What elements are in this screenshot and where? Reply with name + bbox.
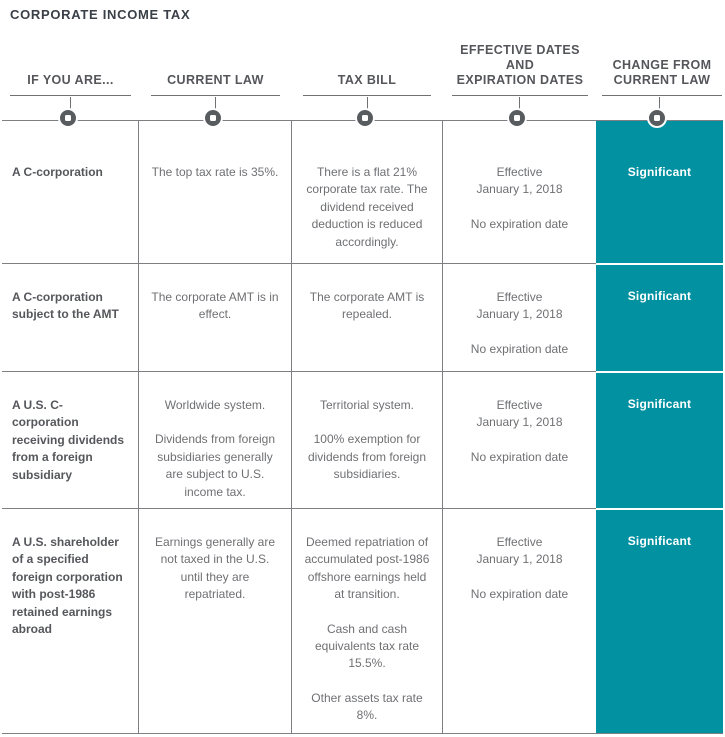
- cell-if-you-are: A U.S. C-corporation receiving dividends…: [2, 371, 139, 508]
- column-header-label: CHANGE FROM: [612, 58, 712, 72]
- bullet-node-icon: [58, 108, 78, 128]
- cell-effective-dates: Effective January 1, 2018 No expiration …: [470, 165, 569, 231]
- column-header-label: IF YOU ARE...: [27, 73, 114, 87]
- column-header-label: EXPIRATION DATES: [456, 73, 584, 87]
- column-header-effective-dates: EFFECTIVE DATES AND EXPIRATION DATES: [452, 36, 588, 96]
- column-header-label: CURRENT LAW: [613, 73, 711, 87]
- cell-change-significant: Significant: [596, 371, 723, 508]
- node-square-icon: [210, 115, 216, 121]
- column-header-label: CURRENT LAW: [167, 73, 264, 87]
- cell-change-significant: Significant: [596, 263, 723, 371]
- column-header-if-you-are: IF YOU ARE...: [10, 36, 131, 96]
- cell-current-law: The top tax rate is 35%.: [139, 121, 292, 263]
- cell-effective-dates: Effective January 1, 2018 No expiration …: [443, 263, 596, 371]
- node-square-icon: [514, 115, 520, 121]
- node-square-icon: [362, 115, 368, 121]
- cell-current-law: Worldwide system. Dividends from foreign…: [139, 371, 292, 508]
- cell-current-law: The corporate AMT is in effect.: [139, 263, 292, 371]
- column-header-tax-bill: TAX BILL: [303, 36, 431, 96]
- column-header-current-law: CURRENT LAW: [151, 36, 280, 96]
- cell-tax-bill: There is a flat 21% corporate tax rate. …: [292, 121, 443, 263]
- comparison-table: A C-corporation The top tax rate is 35%.…: [2, 120, 723, 734]
- column-header-label: TAX BILL: [337, 73, 397, 87]
- cell-if-you-are: A C-corporation: [2, 121, 139, 263]
- cell-change-significant: Significant: [596, 508, 723, 733]
- cell-tax-bill: Territorial system. 100% exemption for d…: [292, 371, 443, 508]
- bullet-node-icon: [355, 108, 375, 128]
- cell-change-significant: Significant: [596, 121, 723, 263]
- node-square-icon: [65, 115, 71, 121]
- cell-tax-bill: Deemed repatriation of accumulated post-…: [292, 508, 443, 733]
- cell-if-you-are: A U.S. shareholder of a specified foreig…: [2, 508, 139, 733]
- column-header-label: AND: [505, 58, 535, 72]
- cell-current-law: Earnings generally are not taxed in the …: [139, 508, 292, 733]
- bullet-node-icon: [507, 108, 527, 128]
- column-header-change-from-current-law: CHANGE FROM CURRENT LAW: [602, 36, 722, 96]
- cell-effective-dates: Effective January 1, 2018 No expiration …: [443, 371, 596, 508]
- bullet-node-icon: [647, 108, 667, 128]
- node-square-icon: [654, 115, 660, 121]
- column-header-label: EFFECTIVE DATES: [460, 43, 580, 57]
- cell-if-you-are: A C-corporation subject to the AMT: [2, 263, 139, 371]
- cell-effective-dates: Effective January 1, 2018 No expiration …: [443, 508, 596, 733]
- page-title: CORPORATE INCOME TAX: [10, 7, 191, 22]
- cell-tax-bill: The corporate AMT is repealed.: [292, 263, 443, 371]
- bullet-node-icon: [203, 108, 223, 128]
